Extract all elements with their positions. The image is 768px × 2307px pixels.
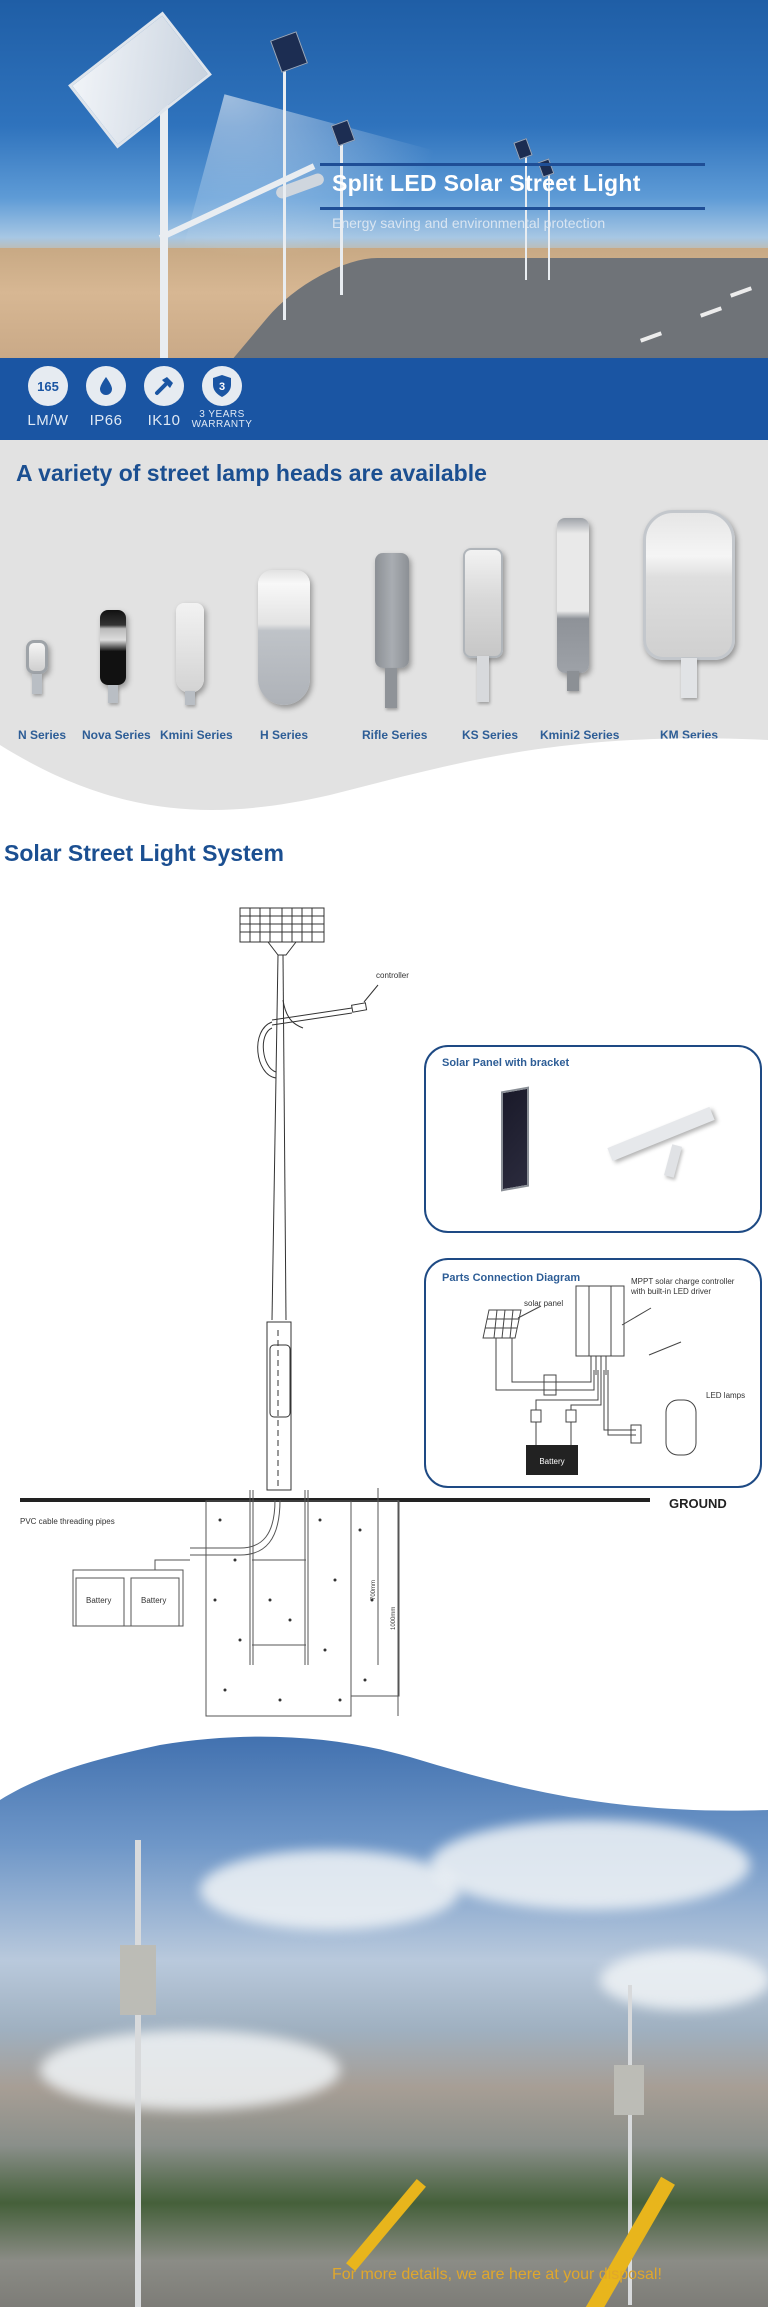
svg-text:Battery: Battery <box>141 1596 166 1605</box>
bracket-leg <box>664 1144 682 1178</box>
spec-warranty: 3 3 YEARS WARRANTY <box>182 366 262 430</box>
svg-text:Battery: Battery <box>539 1457 564 1466</box>
svg-text:controller: controller <box>376 971 409 980</box>
lamp-label: N Series <box>18 728 67 742</box>
section-wave <box>0 1730 768 1811</box>
distant-pole <box>548 170 550 280</box>
ground-label: GROUND <box>669 1496 727 1511</box>
photo-pole <box>135 1840 141 2307</box>
svg-text:Battery: Battery <box>86 1596 111 1605</box>
slide <box>346 2179 426 2271</box>
lamp-label: KS Series <box>462 728 519 742</box>
spec-lumen: 165 LM/W <box>8 366 88 429</box>
spec-ip: IP66 <box>66 366 146 429</box>
svg-text:with built-in LED driver: with built-in LED driver <box>630 1287 711 1296</box>
lamp-variety-section: A variety of street lamp heads are avail… <box>0 440 768 860</box>
efficiency-icon: 165 <box>28 366 68 406</box>
pole-installation-diagram: controller PVC cable threading pipes Bat… <box>20 907 650 1717</box>
distant-pole <box>525 150 527 280</box>
spec-label-line1: 3 YEARS <box>199 409 245 420</box>
main-pole <box>160 100 168 360</box>
svg-text:LED lamps: LED lamps <box>706 1391 745 1400</box>
photo-controller-box <box>614 2065 644 2115</box>
svg-text:solar panel: solar panel <box>524 1299 563 1308</box>
box-title: Solar Panel with bracket <box>442 1057 570 1069</box>
title-rule-bottom <box>320 207 705 210</box>
box-title: Parts Connection Diagram <box>442 1272 581 1284</box>
large-solar-panel <box>68 11 212 149</box>
bracket-image <box>607 1106 715 1162</box>
distant-solar-panel <box>513 138 533 160</box>
spec-label: IK10 <box>147 412 181 429</box>
park-photo <box>0 1730 768 2307</box>
connection-diagram: Battery MPPT solar charge controller wit… <box>482 1277 745 1475</box>
shield-icon: 3 <box>202 366 242 406</box>
hero-banner: Split LED Solar Street Light Energy savi… <box>0 0 768 360</box>
water-drop-icon <box>86 366 126 406</box>
solar-panel-bracket-box: Solar Panel with bracket <box>424 1045 762 1233</box>
spec-label: LM/W <box>27 412 69 429</box>
lamp-label: Nova Series <box>82 728 151 742</box>
variety-heading: A variety of street lamp heads are avail… <box>16 460 487 486</box>
photo-controller-box <box>120 1945 156 2015</box>
lamp-label: H Series <box>259 728 309 742</box>
spec-bar: 165 LM/W IP66 IK10 3 3 YEARS WARRANTY <box>0 358 768 440</box>
svg-text:MPPT solar charge controller: MPPT solar charge controller <box>631 1277 735 1286</box>
title-rule-top <box>320 163 705 166</box>
hero-title: Split LED Solar Street Light <box>332 170 641 196</box>
photo-pole <box>628 1985 632 2305</box>
distant-pole <box>283 70 286 320</box>
footer-cta-text: For more details, we are here at your di… <box>332 2266 662 2283</box>
spec-label: IP66 <box>89 412 123 429</box>
lamp-label: Kmini2 Series <box>540 728 620 742</box>
distant-solar-panel <box>270 31 308 73</box>
svg-text:PVC cable threading pipes: PVC cable threading pipes <box>20 1517 115 1526</box>
distant-pole <box>340 135 343 295</box>
lamp-label: Kmini Series <box>160 728 233 742</box>
system-heading: Solar Street Light System <box>4 840 284 866</box>
spec-ik: IK10 <box>124 366 204 429</box>
hammer-icon <box>144 366 184 406</box>
hero-subtitle: Energy saving and environmental protecti… <box>332 215 606 231</box>
svg-text:3: 3 <box>219 381 225 393</box>
section-wave <box>0 738 768 860</box>
svg-text:1000mm: 1000mm <box>391 1607 397 1630</box>
spec-label-line2: WARRANTY <box>191 419 253 430</box>
lamp-label: Rifle Series <box>362 728 428 742</box>
svg-text:700mm: 700mm <box>371 1580 377 1600</box>
solar-panel-image <box>501 1086 529 1192</box>
parts-connection-box: Parts Connection Diagram <box>424 1258 762 1488</box>
